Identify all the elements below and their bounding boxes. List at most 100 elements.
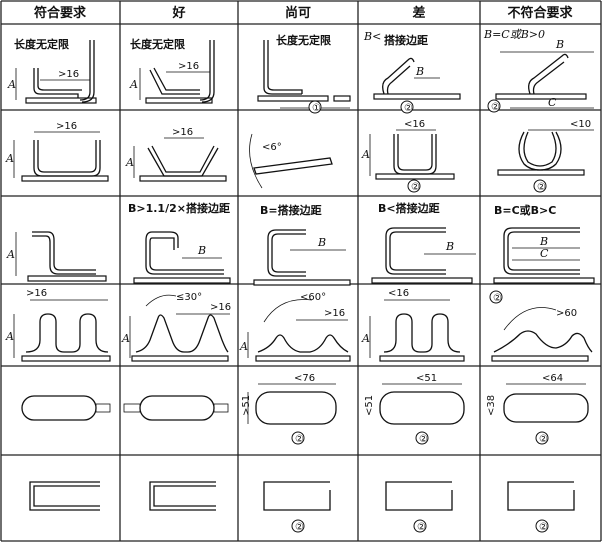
condition-note: B=搭接边距 xyxy=(260,203,322,217)
condition-note: 搭接边距 xyxy=(384,33,428,47)
dim-c: C xyxy=(540,247,549,260)
c-strap xyxy=(145,231,224,275)
dim-height: <38 xyxy=(486,395,497,416)
double-peak-strap xyxy=(135,314,229,353)
base-plate xyxy=(21,175,109,182)
dim-label: >16 xyxy=(324,308,345,319)
header-row: 符合要求 好 尚可 差 不符合要求 xyxy=(34,5,574,21)
bulb-strap xyxy=(518,131,562,171)
row-1: 长度无定限 >16 A 长度无定限 >16 A 长度无定限 ① B< 搭接边距 … xyxy=(7,28,594,114)
base-plate xyxy=(131,355,229,362)
header-good: 好 xyxy=(171,5,185,21)
bracket-strap xyxy=(263,481,331,511)
double-loop-strap xyxy=(25,313,109,353)
angled-strap xyxy=(253,157,333,175)
base-plate xyxy=(373,93,461,100)
wave-strap xyxy=(493,330,593,353)
strap-angled xyxy=(149,67,200,95)
dim-height: <51 xyxy=(364,395,375,416)
c-strap xyxy=(267,229,306,277)
note-marker: ② xyxy=(491,102,500,113)
dim-b: B xyxy=(197,244,206,257)
dim-b: B xyxy=(415,65,424,78)
note-marker: ② xyxy=(419,434,428,445)
dim-a: A xyxy=(5,152,14,165)
dim-width: <64 xyxy=(542,373,563,384)
header-poor: 差 xyxy=(412,5,425,21)
note-marker: ② xyxy=(493,293,502,304)
dim-label: <16 xyxy=(404,119,425,130)
ring-strap xyxy=(379,391,465,425)
dim-label: >16 xyxy=(210,302,231,313)
header-acceptable: 尚可 xyxy=(285,5,311,21)
angle-label: ≤30° xyxy=(176,292,202,303)
bracket-strap xyxy=(385,481,453,511)
note-marker: ② xyxy=(537,182,546,193)
dim-a: A xyxy=(6,248,15,261)
length-note: 长度无定限 xyxy=(276,33,331,47)
dim-a: A xyxy=(361,148,370,161)
note-marker: ② xyxy=(539,434,548,445)
base-plate xyxy=(25,97,97,104)
ring-strap xyxy=(21,395,97,421)
dim-a: A xyxy=(5,330,14,343)
dim-label: >16 xyxy=(26,288,47,299)
ring-strap xyxy=(139,395,215,421)
dim-a: A xyxy=(239,340,248,353)
v-strap xyxy=(147,145,219,177)
double-loop-strap xyxy=(383,313,461,353)
note-marker: ② xyxy=(417,522,426,533)
dim-b: B xyxy=(445,240,454,253)
note-marker: ② xyxy=(539,522,548,533)
base-plate xyxy=(375,173,455,180)
note-marker: ① xyxy=(312,103,321,114)
dim-label: >16 xyxy=(58,69,79,80)
dim-width: <51 xyxy=(416,373,437,384)
u-strap xyxy=(393,134,437,175)
low-peak-strap xyxy=(257,334,349,353)
u-strap xyxy=(33,140,101,177)
ring-strap xyxy=(255,391,337,425)
length-note: 长度无定限 xyxy=(130,37,185,51)
strap-bent xyxy=(528,53,569,95)
ring-strap xyxy=(503,393,589,423)
row-6: ② ② ② xyxy=(29,481,575,533)
dim-label: >16 xyxy=(172,127,193,138)
base-plate xyxy=(253,279,351,286)
header-compliant: 符合要求 xyxy=(34,5,87,21)
row-3: A B>1.1/2×搭接边距 B B=搭接边距 B B<搭接边距 B B=C或B… xyxy=(6,201,595,286)
row-2: >16 A >16 A <6° <16 A ② <10 ② xyxy=(5,119,594,193)
dim-a: A xyxy=(129,78,138,91)
condition-note: B=C或B>0 xyxy=(483,28,545,41)
dim-b: B xyxy=(555,38,564,51)
base-plate xyxy=(21,355,111,362)
base-plate xyxy=(27,275,107,282)
strap-long xyxy=(79,40,95,103)
base-plate xyxy=(139,175,227,182)
header-noncompliant: 不符合要求 xyxy=(507,5,573,21)
c-strap xyxy=(503,227,580,275)
row-4: >16 A ≤30° >16 A <60° >16 A <16 A ② >60 xyxy=(5,288,593,362)
base-plate xyxy=(497,169,585,176)
dim-label: <16 xyxy=(388,288,409,299)
c-strap xyxy=(385,227,446,275)
strap-short xyxy=(33,68,82,98)
angle-label: <6° xyxy=(262,142,282,153)
strap-l xyxy=(263,40,303,95)
base-plate xyxy=(133,277,231,284)
note-marker: ② xyxy=(404,103,413,114)
bracket-strap xyxy=(507,481,575,511)
dim-a: A xyxy=(125,156,134,169)
base-plate xyxy=(145,97,213,104)
base-plate xyxy=(257,95,329,102)
dim-a: A xyxy=(121,332,130,345)
condition-note: B<搭接边距 xyxy=(378,201,440,215)
base-plate xyxy=(493,277,595,284)
condition-prefix: B< xyxy=(363,30,381,43)
note-marker: ② xyxy=(411,182,420,193)
dim-height: >51 xyxy=(241,395,252,416)
strap-bent xyxy=(382,57,415,95)
base-plate xyxy=(379,355,465,362)
dim-label: >16 xyxy=(178,61,199,72)
